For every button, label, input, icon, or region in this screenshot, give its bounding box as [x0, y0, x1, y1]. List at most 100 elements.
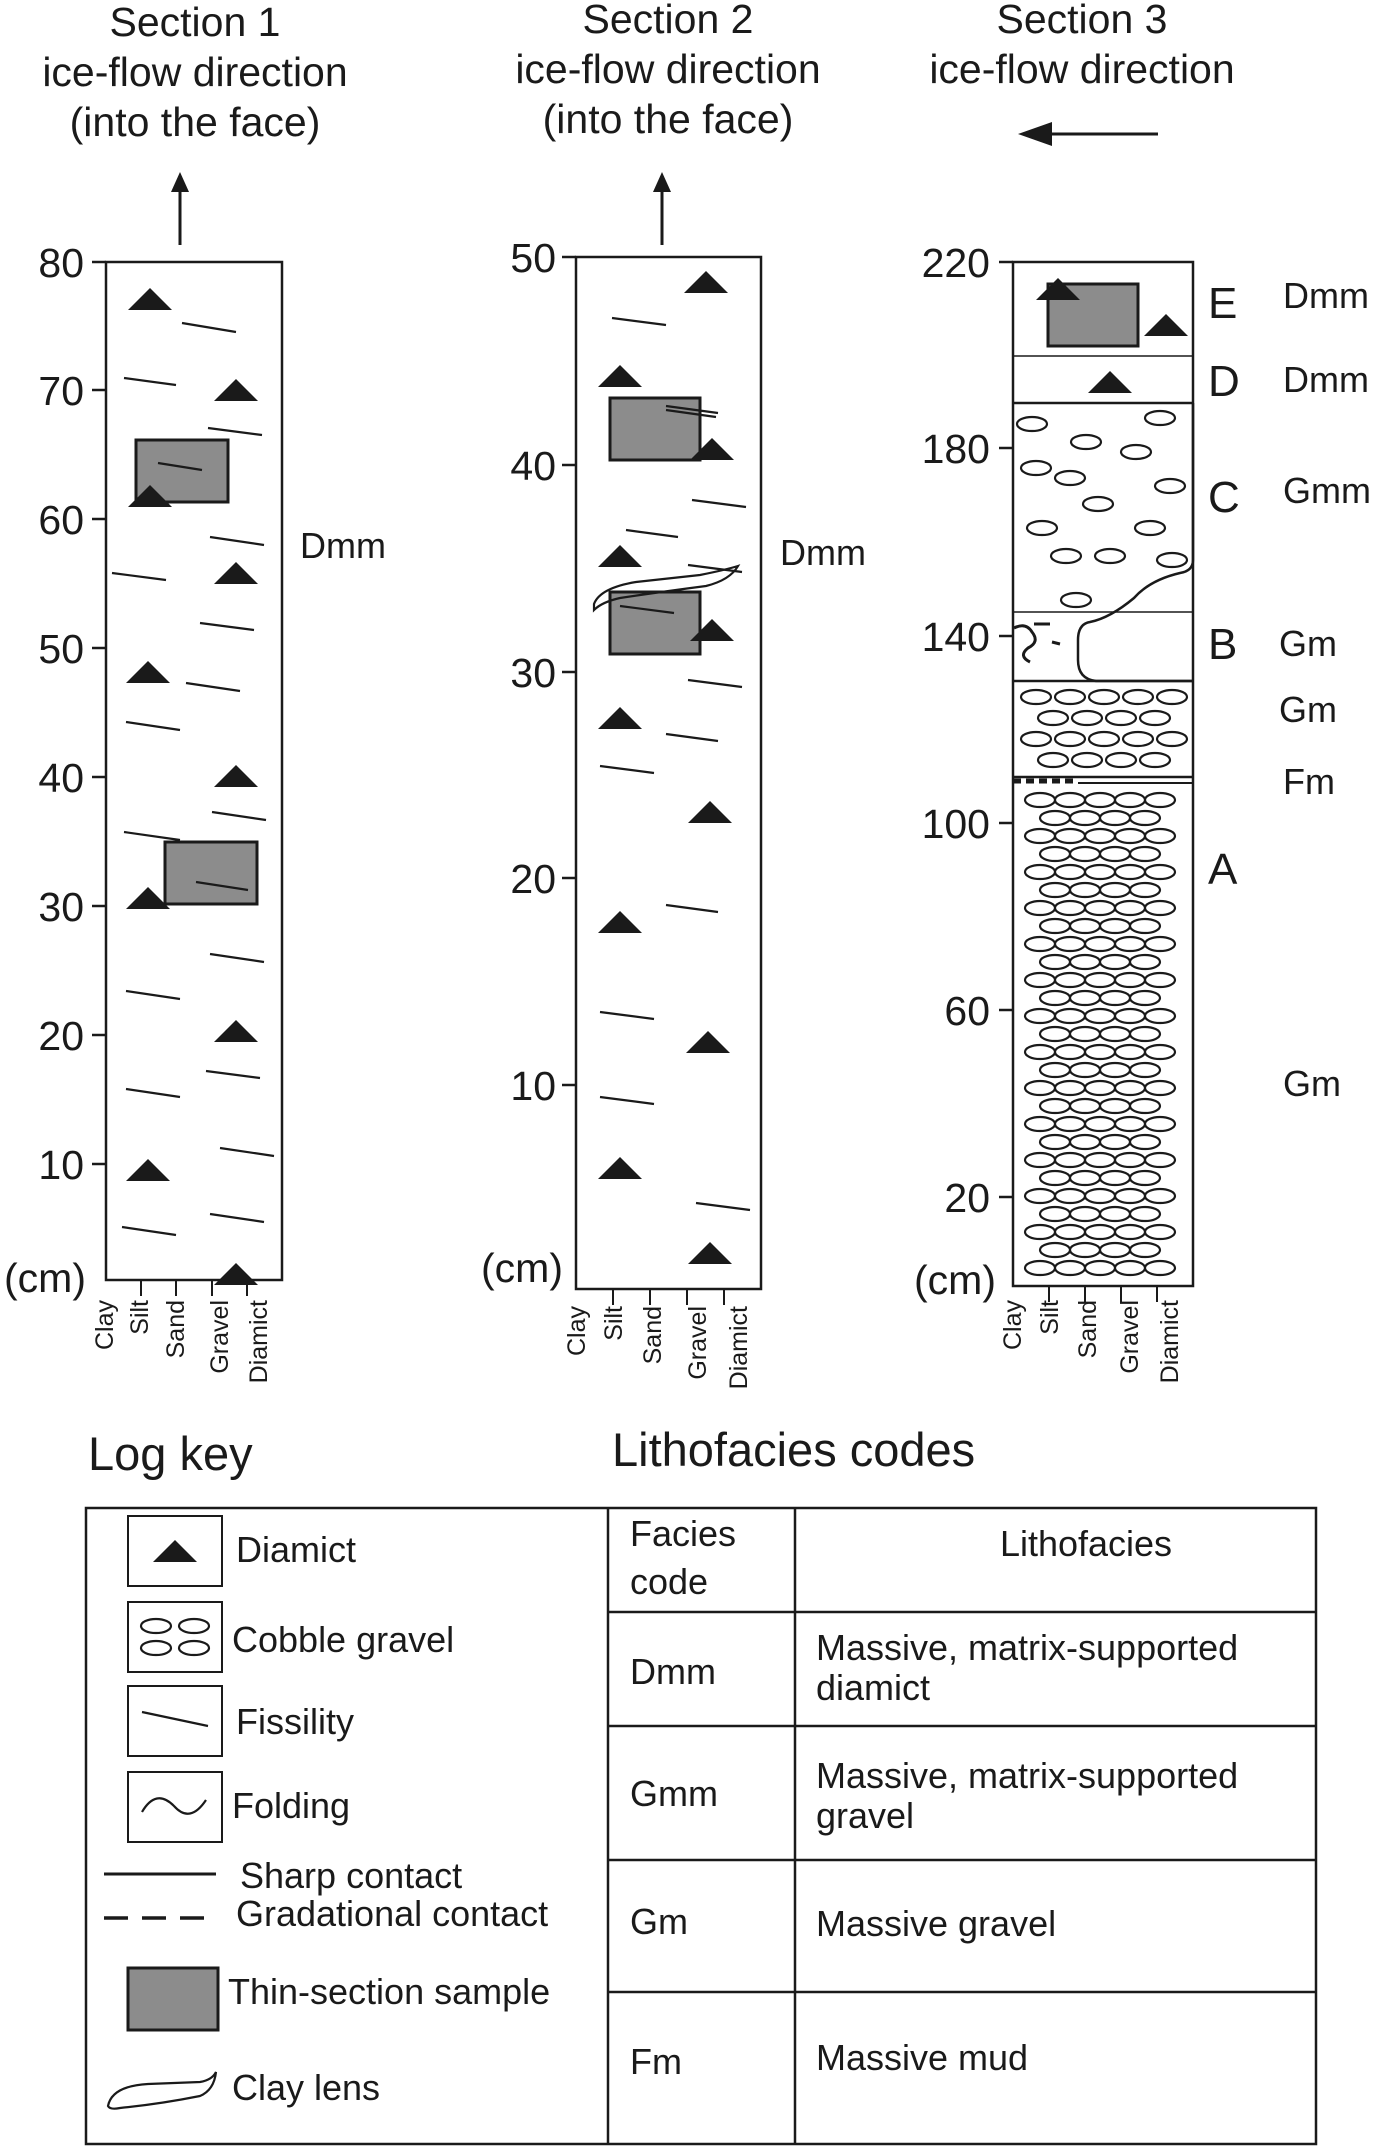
- cobble: [1068, 1205, 1102, 1223]
- section-2-subtitle: ice-flow direction: [515, 46, 820, 92]
- cobble: [1053, 899, 1087, 917]
- cobble: [1113, 1151, 1147, 1169]
- cobble: [1023, 1259, 1057, 1277]
- cobble: [1053, 1043, 1087, 1061]
- grain-size-label: Sand: [1074, 1300, 1102, 1358]
- lithofacies-table: Lithofacies codes Facies code Lithofacie…: [608, 1423, 1316, 2144]
- cobble: [1083, 1223, 1117, 1241]
- clay-lens-icon: [106, 2071, 218, 2110]
- cobble: [1083, 1151, 1117, 1169]
- tick-label: 40: [38, 755, 84, 801]
- cobble: [1023, 1223, 1057, 1241]
- tick-label: 30: [510, 650, 556, 696]
- section-1-log-column: [104, 260, 284, 1282]
- section-2-log-column: [574, 255, 763, 1291]
- cobble: [1083, 1259, 1117, 1277]
- cobble: [1038, 989, 1072, 1007]
- cobble: [1068, 989, 1102, 1007]
- cobble: [1098, 989, 1132, 1007]
- cobble: [1113, 935, 1147, 953]
- cobble: [1128, 1169, 1162, 1187]
- cobble: [1083, 899, 1117, 917]
- key-label: Diamict: [236, 1529, 356, 1570]
- cobble: [1113, 971, 1147, 989]
- cobble: [1121, 688, 1155, 706]
- tick-label: 50: [510, 235, 556, 281]
- cobble: [1128, 1061, 1162, 1079]
- cobble: [1036, 709, 1070, 727]
- unit-label: B: [1208, 620, 1237, 669]
- cobble: [1023, 899, 1057, 917]
- grain-size-label: Gravel: [1116, 1300, 1144, 1374]
- cobble: [1104, 751, 1138, 769]
- cobble-gravel-icon: [139, 1617, 211, 1657]
- cobble: [1098, 1241, 1132, 1259]
- cobble: [1098, 1169, 1132, 1187]
- cobble: [1023, 1115, 1057, 1133]
- cobble: [1083, 1007, 1117, 1025]
- cobble: [1019, 730, 1053, 748]
- cobble: [1023, 1007, 1057, 1025]
- cobble: [1098, 809, 1132, 827]
- cobble: [1098, 1205, 1132, 1223]
- cobble: [1068, 1025, 1102, 1043]
- cobble: [1083, 827, 1117, 845]
- cobble: [1113, 1223, 1147, 1241]
- cobble: [1087, 730, 1121, 748]
- cobble: [1068, 917, 1102, 935]
- cobble: [1038, 1097, 1072, 1115]
- cobble: [1143, 1223, 1177, 1241]
- cobble: [1143, 899, 1177, 917]
- cobble: [1070, 751, 1104, 769]
- tick-label: 100: [922, 801, 990, 847]
- folding-symbol: [1013, 624, 1037, 664]
- cobble: [1128, 953, 1162, 971]
- cobble: [1113, 1187, 1147, 1205]
- cobble: [1023, 1187, 1057, 1205]
- cobble: [1068, 953, 1102, 971]
- cobble: [1143, 1151, 1177, 1169]
- cobble: [1053, 1079, 1087, 1097]
- cobble: [1138, 751, 1172, 769]
- folding-key-box: [127, 1771, 223, 1843]
- cobble: [1083, 1187, 1117, 1205]
- grain-size-label: Diamict: [725, 1306, 753, 1389]
- folding-icon: [141, 1797, 207, 1815]
- tick-label: 140: [922, 614, 990, 660]
- fissility-key-box: [127, 1685, 223, 1757]
- cobble: [1098, 1025, 1132, 1043]
- cobble: [1083, 935, 1117, 953]
- cobble: [1104, 709, 1138, 727]
- cobble: [1053, 863, 1087, 881]
- cobble: [1098, 917, 1132, 935]
- unit-label: C: [1208, 473, 1240, 522]
- cobble: [1098, 881, 1132, 899]
- diamict-icon: [153, 1540, 197, 1562]
- section-2: Section 2 ice-flow direction (into the f…: [481, 0, 866, 1389]
- lithofacies-cell: gravel: [816, 1795, 914, 1836]
- tick-label: 20: [944, 1175, 990, 1221]
- cobble: [1143, 791, 1177, 809]
- cobble: [1128, 1133, 1162, 1151]
- tick-label: 20: [510, 856, 556, 902]
- facies-code: Gm: [1279, 689, 1337, 730]
- cobble: [1023, 1151, 1057, 1169]
- facies-code: Fm: [1283, 761, 1335, 802]
- facies-code: Gmm: [1283, 470, 1371, 511]
- facies-code: Dmm: [1283, 359, 1369, 400]
- cobble: [1038, 1133, 1072, 1151]
- cobble: [1038, 1205, 1072, 1223]
- unit-label: A: [1208, 845, 1238, 894]
- lithofacies-title: Lithofacies codes: [612, 1423, 975, 1476]
- tick-label: 10: [38, 1142, 84, 1188]
- cobble: [1068, 1241, 1102, 1259]
- facies-code-cell: Fm: [630, 2041, 682, 2082]
- cobble: [1113, 863, 1147, 881]
- grain-size-label: Diamict: [245, 1300, 273, 1383]
- key-label: Clay lens: [232, 2067, 380, 2108]
- cobble: [1143, 1079, 1177, 1097]
- thin-section-sample: [163, 840, 259, 906]
- grain-size-label: Gravel: [684, 1306, 712, 1380]
- cobble: [1038, 1169, 1072, 1187]
- fissility-marks: [111, 321, 275, 1237]
